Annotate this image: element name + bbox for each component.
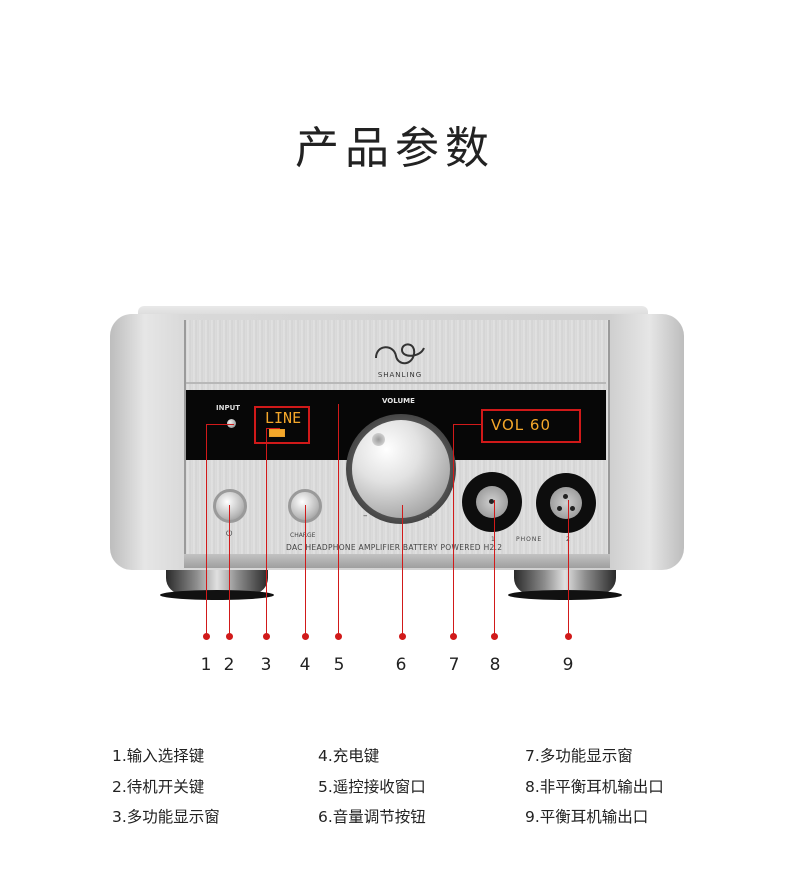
jack-pin [557,506,562,511]
power-button[interactable] [213,489,247,523]
callout-line-6 [402,505,403,636]
callout-dot-5 [335,633,342,640]
callout-line-9 [568,500,569,636]
legend-item: 6.音量调节按钮 [318,808,426,826]
input-label: INPUT [216,404,241,412]
unbalanced-headphone-jack[interactable] [462,472,522,532]
callout-dot-6 [399,633,406,640]
model-name: H2.2 [483,543,503,552]
shanling-logo-icon [375,343,425,365]
volume-plus-label: + [425,511,433,521]
callout-dot-3 [263,633,270,640]
input-display: LINE [254,406,310,444]
brand-name: SHANLING [377,371,423,379]
model-line: DAC HEADPHONE AMPLIFIER BATTERY POWERED … [286,543,502,552]
legend-item: 5.遥控接收窗口 [318,778,426,796]
callout-connector-3 [266,428,280,429]
callout-line-8 [494,500,495,636]
callout-number: 4 [299,655,311,675]
callout-number: 3 [260,655,272,675]
right-foot [508,568,622,600]
volume-knob-indicator [372,433,385,446]
jack-pin [570,506,575,511]
balanced-headphone-jack[interactable] [536,473,596,533]
callout-dot-4 [302,633,309,640]
callout-dot-7 [450,633,457,640]
callout-dot-9 [565,633,572,640]
callout-line-5 [338,404,339,636]
callout-connector-1 [206,424,234,425]
callout-number: 2 [223,655,235,675]
callout-dot-8 [491,633,498,640]
jack-pin [563,494,568,499]
volume-minus-label: – [363,511,368,521]
callout-line-3 [266,428,267,636]
callout-line-1 [206,424,207,636]
volume-display: VOL 60 [481,409,581,443]
page-title: 产品参数 [295,123,495,174]
volume-label: VOLUME [382,397,415,405]
legend-item: 9.平衡耳机输出口 [525,808,649,826]
jack-1-label: 1 [491,536,495,543]
legend-item: 4.充电键 [318,747,380,765]
jack-inner [476,486,508,518]
callout-number: 5 [333,655,345,675]
model-description: DAC HEADPHONE AMPLIFIER BATTERY POWERED [286,543,481,552]
callout-number: 7 [448,655,460,675]
charge-label: CHARGE [290,532,316,539]
callout-line-7 [453,424,454,636]
volume-display-text: VOL 60 [491,416,552,434]
legend-item: 3.多功能显示窗 [112,808,220,826]
legend-item: 7.多功能显示窗 [525,747,633,765]
input-display-text: LINE [265,409,302,427]
panel-separator [186,382,606,384]
jack-2-label: 2 [566,536,570,543]
legend-item: 8.非平衡耳机输出口 [525,778,664,796]
front-bevel [184,554,610,568]
jack-inner [550,487,582,519]
callout-connector-7 [453,424,481,425]
callout-dot-2 [226,633,233,640]
callout-number: 8 [489,655,501,675]
callout-line-2 [229,505,230,636]
callout-number: 9 [562,655,574,675]
input-select-button[interactable] [227,419,236,428]
callout-number: 1 [200,655,212,675]
left-foot [160,568,274,600]
callout-dot-1 [203,633,210,640]
volume-knob[interactable] [352,420,450,518]
jack-pin [489,499,494,504]
callout-number: 6 [395,655,407,675]
legend-item: 2.待机开关键 [112,778,205,796]
callout-line-4 [305,505,306,636]
battery-icon [269,429,285,437]
legend-item: 1.输入选择键 [112,747,205,765]
phone-label: PHONE [516,536,543,543]
